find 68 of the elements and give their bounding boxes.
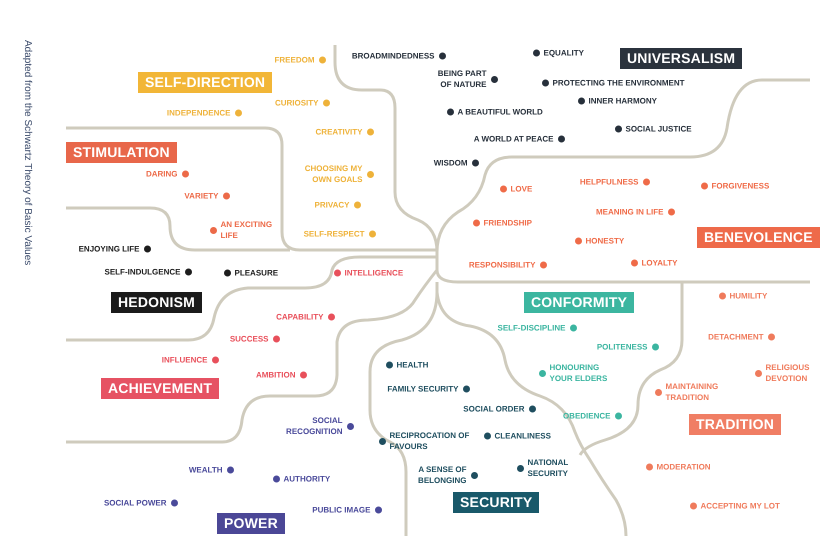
value-label: FRIENDSHIP [484,218,532,228]
value-label: SUCCESS [230,334,268,344]
category-tag: UNIVERSALISM [620,48,742,69]
value-label: HONOURING YOUR ELDERS [550,362,608,384]
value-label: SOCIAL POWER [104,498,166,508]
source-note: Adapted from the Schwartz Theory of Basic Values [22,40,33,266]
category-tag: BENEVOLENCE [697,227,820,248]
value-label: HEALTH [396,360,428,370]
value-label: RELIGIOUS DEVOTION [766,362,811,384]
value-label: FORGIVENESS [712,180,770,192]
value-label: RECIPROCATION OF FAVOURS [390,430,470,452]
value-label: SOCIAL JUSTICE [626,124,692,134]
value-label: A WORLD AT PEACE [474,134,554,144]
value-label: SOCIAL ORDER [463,404,524,414]
value-label: LOYALTY [642,258,678,268]
value-label: ACCEPTING MY LOT [700,500,780,512]
value-label: WISDOM [434,158,468,168]
value-label: DETACHMENT [708,332,764,342]
value-label: PROTECTING THE ENVIRONMENT [552,78,685,88]
value-label: INFLUENCE [162,354,208,366]
value-label: PUBLIC IMAGE [312,504,370,516]
value-label: INTELLIGENCE [344,268,404,278]
value-label: FAMILY SECURITY [387,384,458,394]
value-label: WEALTH [188,464,222,476]
value-label: CHOOSING MY OWN GOALS [304,163,362,185]
category-tag: SELF-DIRECTION [138,72,272,93]
value-label: PLEASURE [234,268,278,278]
value-label: SELF-RESPECT [304,228,364,240]
value-label: FREEDOM [274,54,314,66]
value-label: CLEANLINESS [494,430,551,442]
value-label: HUMILITY [730,290,768,302]
value-label: HONESTY [586,236,624,246]
value-label: A BEAUTIFUL WORLD [458,106,543,118]
value-label: CURIOSITY [274,98,318,108]
value-label: POLITENESS [596,342,648,352]
value-label: BROADMINDEDNESS [352,50,434,62]
value-label: ENJOYING LIFE [78,244,140,254]
category-tag: ACHIEVEMENT [101,378,220,399]
value-label: SOCIAL RECOGNITION [285,415,342,437]
value-label: AUTHORITY [284,474,330,484]
value-label: LOVE [510,184,532,194]
value-label: PRIVACY [314,200,350,210]
value-label: HELPFULNESS [580,176,638,188]
value-label: EQUALITY [544,48,584,58]
value-label: MODERATION [656,462,711,472]
value-label: INDEPENDENCE [166,108,230,118]
category-tag: POWER [217,513,285,534]
value-label: VARIETY [184,190,218,202]
value-label: SELF-DISCIPLINE [497,322,566,334]
value-label: OBEDIENCE [562,410,610,422]
category-tag: CONFORMITY [524,292,634,313]
value-label: INNER HARMONY [588,96,657,106]
value-label: DARING [146,168,178,180]
value-label: NATIONAL SECURITY [528,457,570,479]
value-label: BEING PART OF NATURE [436,68,486,90]
value-label: CAPABILITY [276,312,324,322]
value-label: CREATIVITY [316,126,362,138]
value-label: AMBITION [256,370,296,380]
category-tag: HEDONISM [111,292,202,313]
category-tag: SECURITY [453,492,540,513]
category-tag: TRADITION [689,414,782,435]
value-label: A SENSE OF BELONGING [417,464,466,486]
value-label: MEANING IN LIFE [596,206,664,218]
value-label: RESPONSIBILITY [468,260,536,270]
value-label: AN EXCITING LIFE [220,219,272,241]
category-tag: STIMULATION [66,142,177,163]
value-label: MAINTAINING TRADITION [666,381,720,403]
value-label: SELF-INDULGENCE [104,266,180,278]
